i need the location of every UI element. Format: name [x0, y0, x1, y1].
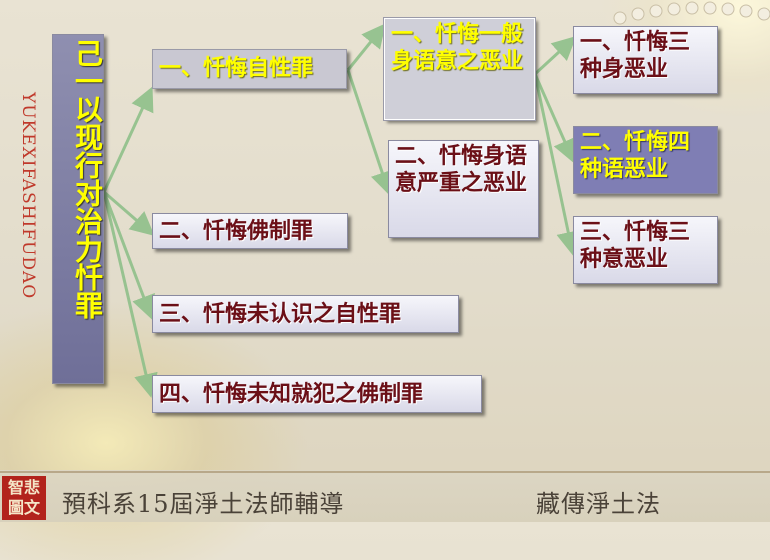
- connector-l2-b: [533, 73, 576, 164]
- side-pinyin-text: YUKEXIFASHIFUDAO: [18, 92, 38, 300]
- root-node: 己一以现行对治力忏罪: [52, 34, 104, 384]
- node-repent-precept-sins: 二、忏悔佛制罪: [152, 213, 348, 249]
- footer-divider: [0, 471, 770, 473]
- connector-lines: [102, 23, 581, 398]
- connector-root-2: [103, 190, 155, 236]
- connector-root-3: [102, 191, 155, 320]
- node-repent-unknowing-precept-sins: 四、忏悔未知就犯之佛制罪: [152, 375, 482, 413]
- footer-tradition-title: 藏傳淨土法: [536, 490, 661, 518]
- node-repent-general-karma: 一、忏悔一般身语意之恶业: [383, 17, 536, 121]
- node-repent-speech-karma: 二、忏悔四种语恶业: [573, 126, 718, 194]
- footer-course-title: 預科系15屆淨土法師輔導: [62, 490, 345, 518]
- connector-l1-a: [346, 23, 386, 71]
- node-repent-nature-sins: 一、忏悔自性罪: [152, 49, 347, 89]
- connector-l2-a: [533, 35, 577, 76]
- connector-l1-b: [346, 69, 394, 196]
- connector-root-1: [102, 86, 154, 193]
- connector-root-4: [102, 191, 158, 398]
- node-repent-mind-karma: 三、忏悔三种意恶业: [573, 216, 718, 284]
- node-repent-unrecognized-sins: 三、忏悔未认识之自性罪: [152, 295, 459, 333]
- logo-badge: 智悲 圖文: [2, 476, 46, 520]
- connector-l2-c: [533, 73, 581, 256]
- node-repent-severe-karma: 二、忏悔身语意严重之恶业: [388, 140, 539, 238]
- badge-bottom-text: 圖文: [7, 498, 40, 517]
- badge-top-text: 智悲: [7, 478, 40, 497]
- pearl-string-decoration: [613, 1, 770, 25]
- node-repent-body-karma: 一、忏悔三种身恶业: [573, 26, 718, 94]
- footer-bar: [0, 470, 770, 522]
